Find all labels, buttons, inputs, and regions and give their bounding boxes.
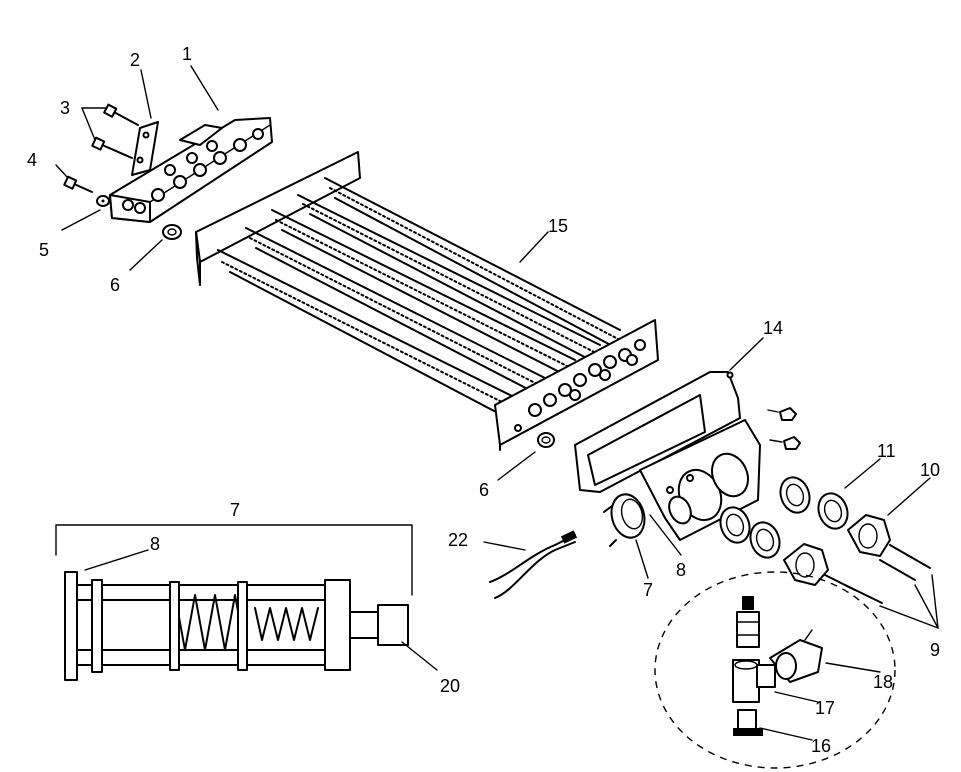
bolt-part-4 xyxy=(63,175,93,193)
callout-18: 18 xyxy=(873,672,893,692)
gasket-part-6-lower xyxy=(537,432,555,448)
callout-9: 9 xyxy=(930,640,940,660)
callout-labels: 1 2 3 4 5 6 15 14 11 10 6 7 22 8 8 7 9 1… xyxy=(27,44,940,756)
gaskets-part-11 xyxy=(719,476,849,559)
callout-16: 16 xyxy=(811,736,831,756)
callout-6-upper: 6 xyxy=(110,275,120,295)
large-spring xyxy=(169,581,248,671)
callout-10: 10 xyxy=(920,460,940,480)
flanges-part-10 xyxy=(783,514,891,586)
callout-8-left: 8 xyxy=(150,534,160,554)
gasket-part-6-upper xyxy=(162,224,182,240)
bolts-part-9 xyxy=(824,544,931,604)
bracket-part-2 xyxy=(131,121,159,176)
callout-3: 3 xyxy=(60,98,70,118)
tee-fitting-part-17 xyxy=(732,659,776,703)
heat-exchanger-part-15 xyxy=(195,151,659,451)
callout-6-lower: 6 xyxy=(479,480,489,500)
callout-1: 1 xyxy=(182,44,192,64)
wire-lead-part-22 xyxy=(489,530,578,599)
nipple-fitting xyxy=(736,596,760,648)
return-header-part-1 xyxy=(109,117,273,223)
callout-7-right: 7 xyxy=(643,580,653,600)
callout-14: 14 xyxy=(763,318,783,338)
finned-tubes xyxy=(217,177,621,423)
small-nuts xyxy=(767,407,801,450)
callout-8-right: 8 xyxy=(676,560,686,580)
relief-valve-part-18 xyxy=(769,629,823,683)
callout-22: 22 xyxy=(448,530,468,550)
callout-4: 4 xyxy=(27,150,37,170)
washer-part-5 xyxy=(96,195,110,207)
callout-5: 5 xyxy=(39,240,49,260)
drain-fitting-part-16 xyxy=(733,709,763,736)
bypass-assembly-part-7 xyxy=(55,524,413,681)
callout-20: 20 xyxy=(440,676,460,696)
callout-7-top: 7 xyxy=(230,500,240,520)
bypass-valve-part-7 xyxy=(603,493,646,547)
small-spring xyxy=(254,607,319,641)
callout-11: 11 xyxy=(877,441,896,461)
leader-lines xyxy=(55,65,939,741)
bolts-part-3 xyxy=(91,103,139,159)
callout-2: 2 xyxy=(130,50,140,70)
optional-parts-boundary xyxy=(654,571,896,769)
callout-17: 17 xyxy=(815,698,835,718)
callout-15: 15 xyxy=(548,216,568,236)
